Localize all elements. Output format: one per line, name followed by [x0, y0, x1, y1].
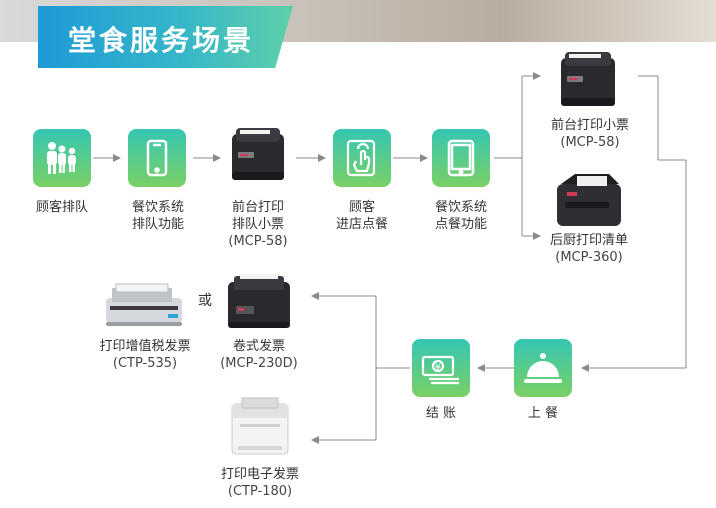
roll-invoice-line1: 卷式发票 — [232, 339, 285, 354]
kitchen-printer-icon — [557, 174, 621, 226]
customer-order-label: 顾客 进店点餐 — [322, 199, 402, 233]
tablet-icon — [432, 129, 490, 187]
e-invoice-line1: 打印电子发票 — [220, 467, 299, 482]
queue-label: 顾客排队 — [20, 199, 104, 216]
cash-icon: ¥ — [412, 339, 470, 397]
front-receipt-model: (MCP-58) — [560, 135, 620, 150]
customer-order-line1: 顾客 — [348, 200, 375, 215]
queue-label-text: 顾客排队 — [35, 200, 88, 215]
dot-matrix-printer-icon — [106, 283, 182, 326]
front-print-queue-model: (MCP-58) — [228, 234, 288, 249]
vat-invoice-label: 打印增值税发票 (CTP-535) — [86, 338, 204, 372]
front-print-queue-line1: 前台打印 — [231, 200, 284, 215]
catering-order-line1: 餐饮系统 — [434, 200, 487, 215]
checkout-label-text: 结 账 — [425, 406, 457, 421]
catering-order-label: 餐饮系统 点餐功能 — [421, 199, 501, 233]
customer-order-line2: 进店点餐 — [335, 217, 388, 232]
vat-invoice-line1: 打印增值税发票 — [99, 339, 191, 354]
kitchen-list-label: 后厨打印清单 (MCP-360) — [537, 232, 641, 266]
vat-invoice-model: (CTP-535) — [112, 356, 178, 371]
label-printer-icon — [231, 397, 289, 455]
smartphone-icon — [128, 129, 186, 187]
receipt-printer-icon — [561, 52, 615, 106]
roll-invoice-label: 卷式发票 (MCP-230D) — [210, 338, 308, 372]
catering-order-line2: 点餐功能 — [434, 217, 487, 232]
checkout-label: 结 账 — [402, 405, 480, 422]
catering-queue-line1: 餐饮系统 — [131, 200, 184, 215]
catering-queue-line2: 排队功能 — [131, 217, 184, 232]
title-banner: 堂食服务场景 — [38, 6, 293, 68]
e-invoice-model: (CTP-180) — [227, 484, 293, 499]
svg-text:¥: ¥ — [435, 363, 441, 373]
front-print-queue-line2: 排队小票 — [231, 217, 284, 232]
banner-title: 堂食服务场景 — [68, 24, 255, 57]
invoice-printer-icon — [228, 274, 290, 328]
receipt-printer-icon — [232, 128, 284, 180]
touch-screen-icon — [333, 129, 391, 187]
serve-label: 上 餐 — [504, 405, 582, 422]
front-receipt-line1: 前台打印小票 — [550, 118, 629, 133]
people-icon — [33, 129, 91, 187]
serve-label-text: 上 餐 — [527, 406, 559, 421]
roll-invoice-model: (MCP-230D) — [220, 356, 298, 371]
front-receipt-label: 前台打印小票 (MCP-58) — [540, 117, 640, 151]
catering-queue-label: 餐饮系统 排队功能 — [118, 199, 198, 233]
kitchen-list-line1: 后厨打印清单 — [549, 233, 628, 248]
or-label: 或 — [198, 293, 212, 309]
e-invoice-label: 打印电子发票 (CTP-180) — [208, 466, 312, 500]
kitchen-list-model: (MCP-360) — [555, 250, 623, 265]
food-cloche-icon — [514, 339, 572, 397]
front-print-queue-label: 前台打印 排队小票 (MCP-58) — [212, 199, 304, 250]
